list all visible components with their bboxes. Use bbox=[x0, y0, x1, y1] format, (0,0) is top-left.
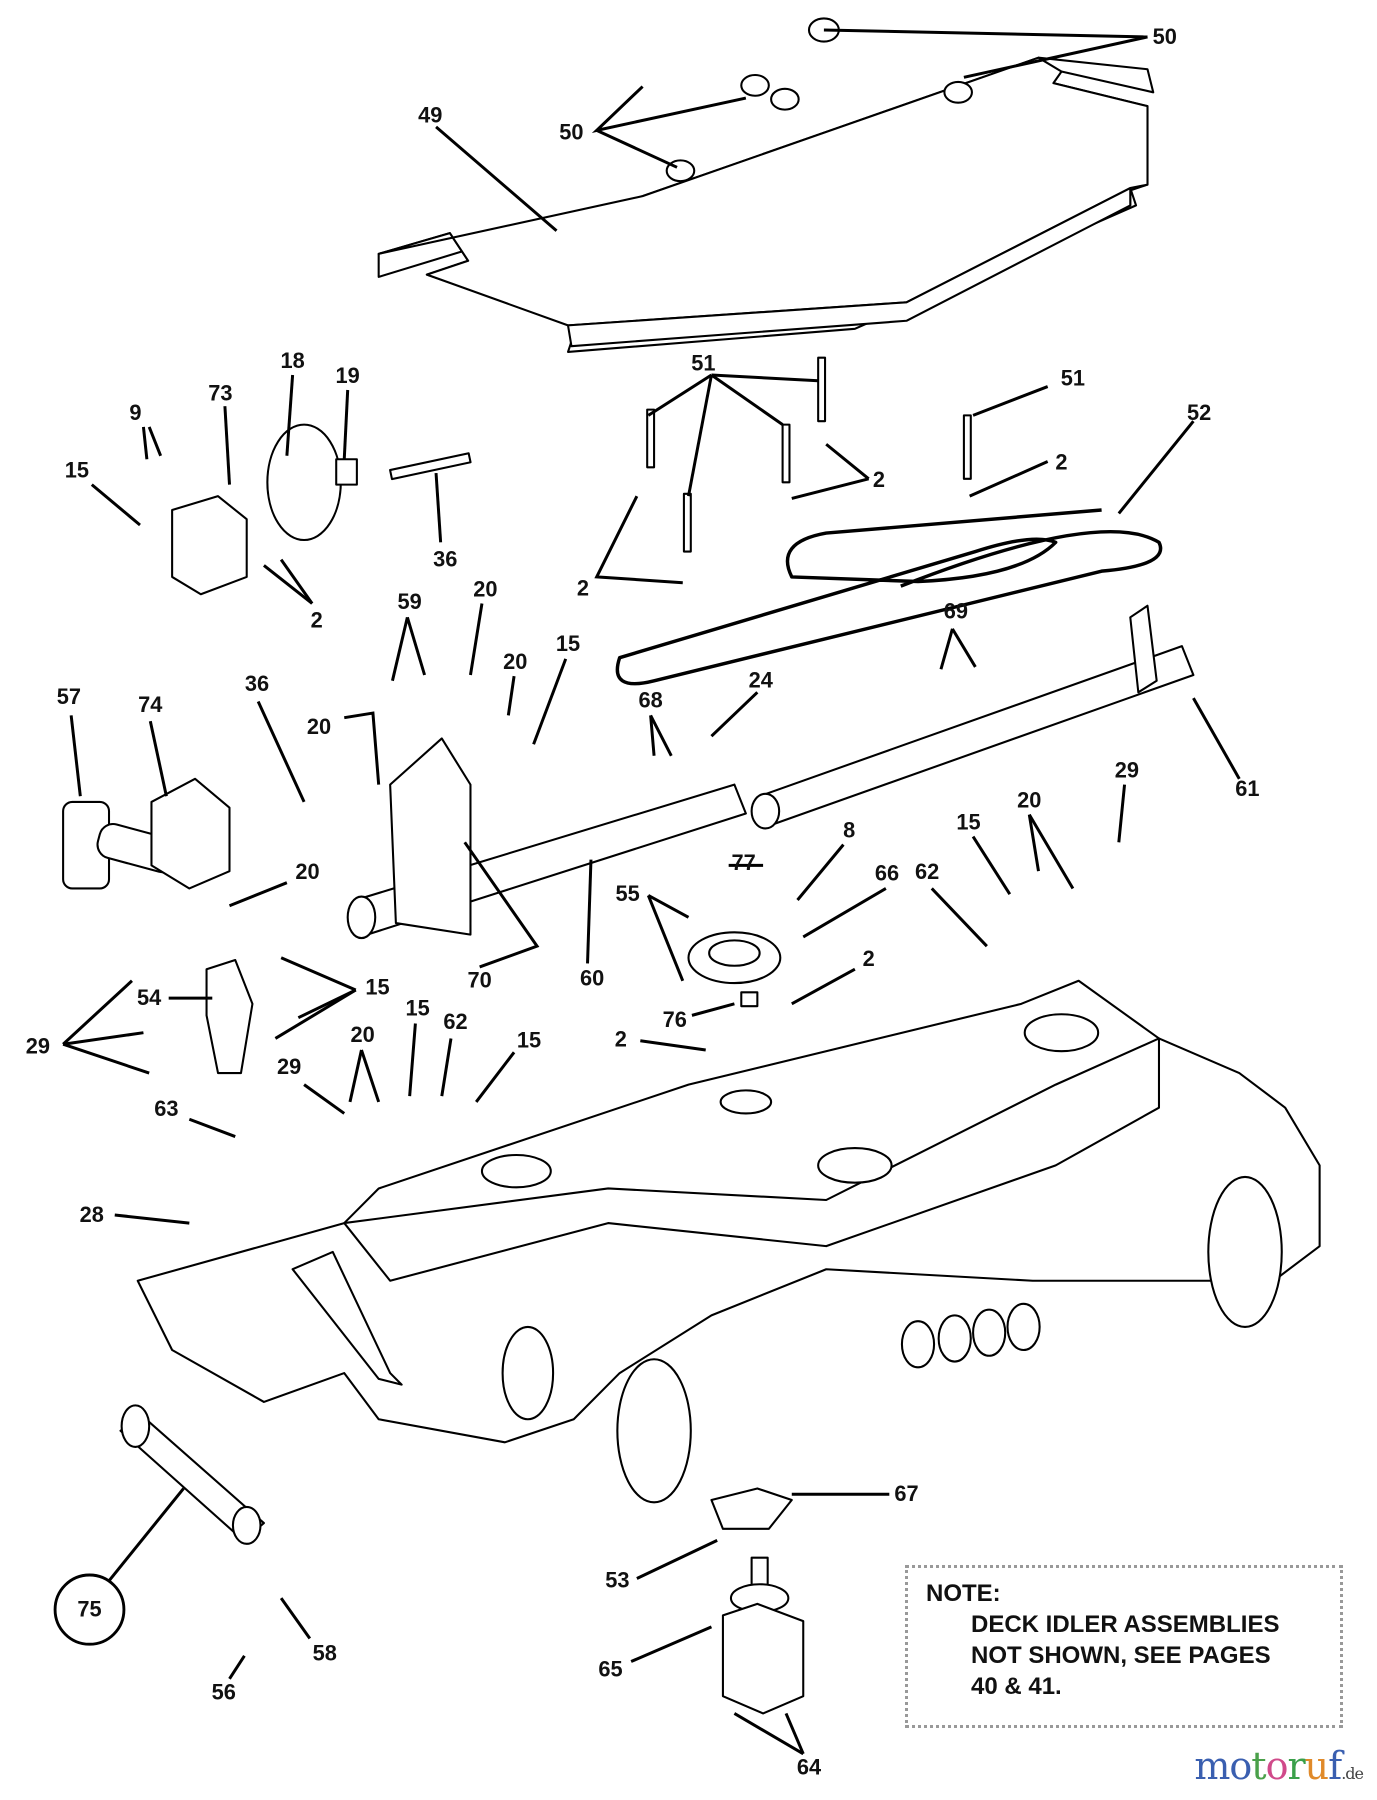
deck-cover-plate bbox=[377, 56, 1155, 353]
callout-circle bbox=[53, 1573, 126, 1646]
callout-77: 77 bbox=[731, 850, 755, 875]
logo-letter: r bbox=[1287, 1744, 1305, 1788]
actuator bbox=[62, 777, 254, 1075]
callout-66: 66 bbox=[875, 860, 899, 885]
callout-2: 2 bbox=[873, 467, 885, 492]
callout-28: 28 bbox=[80, 1202, 104, 1227]
callout-18: 18 bbox=[280, 348, 304, 373]
drive-belt bbox=[615, 508, 1163, 686]
callout-2: 2 bbox=[615, 1026, 627, 1051]
callout-75: 75 bbox=[77, 1596, 101, 1621]
callout-2: 2 bbox=[1055, 450, 1067, 475]
logo-letter: f bbox=[1328, 1744, 1342, 1788]
callout-29: 29 bbox=[277, 1054, 301, 1079]
callout-51: 51 bbox=[1061, 365, 1085, 390]
callout-63: 63 bbox=[154, 1096, 178, 1121]
callout-62: 62 bbox=[915, 859, 939, 884]
callout-15: 15 bbox=[556, 631, 580, 656]
callout-69: 69 bbox=[944, 598, 968, 623]
callout-20: 20 bbox=[1017, 788, 1041, 813]
studs bbox=[646, 356, 972, 553]
callout-15: 15 bbox=[517, 1028, 541, 1053]
callout-74: 74 bbox=[138, 692, 163, 717]
leader-lines bbox=[62, 28, 1241, 1756]
callout-15: 15 bbox=[956, 810, 980, 835]
callout-59: 59 bbox=[398, 589, 422, 614]
callout-36: 36 bbox=[433, 546, 457, 571]
callout-50: 50 bbox=[1153, 24, 1177, 49]
callout-70: 70 bbox=[468, 968, 492, 993]
note-title: NOTE: bbox=[926, 1580, 1001, 1607]
pulley bbox=[687, 931, 782, 1008]
callout-2: 2 bbox=[863, 946, 875, 971]
callout-58: 58 bbox=[313, 1640, 337, 1665]
callout-20: 20 bbox=[295, 859, 319, 884]
watermark-logo: motoruf.de bbox=[1194, 1744, 1364, 1788]
callout-15: 15 bbox=[65, 458, 89, 483]
callout-labels: 50 50 49 51 51 52 18 19 73 9 15 36 2 2 2… bbox=[26, 24, 1260, 1780]
callout-24: 24 bbox=[749, 668, 774, 693]
callout-2: 2 bbox=[577, 575, 589, 600]
callout-68: 68 bbox=[639, 687, 663, 712]
callout-52: 52 bbox=[1187, 400, 1211, 425]
callout-50: 50 bbox=[559, 120, 583, 145]
callout-55: 55 bbox=[616, 881, 640, 906]
note-line: DECK IDLER ASSEMBLIES bbox=[971, 1611, 1280, 1638]
callout-54: 54 bbox=[137, 985, 162, 1010]
callout-20: 20 bbox=[473, 576, 497, 601]
callout-8: 8 bbox=[843, 818, 855, 843]
callout-64: 64 bbox=[797, 1755, 822, 1780]
callout-53: 53 bbox=[605, 1568, 629, 1593]
logo-letter: o bbox=[1265, 1744, 1289, 1788]
logo-letter: m bbox=[1194, 1744, 1230, 1788]
callout-20: 20 bbox=[307, 714, 331, 739]
knobs bbox=[665, 17, 973, 183]
callout-67: 67 bbox=[894, 1481, 918, 1506]
callout-57: 57 bbox=[57, 684, 81, 709]
callout-29: 29 bbox=[1115, 758, 1139, 783]
note-box: NOTE: DECK IDLER ASSEMBLIES NOT SHOWN, S… bbox=[905, 1565, 1343, 1728]
logo-letter: u bbox=[1304, 1744, 1330, 1788]
idler-bracket bbox=[171, 423, 472, 596]
callout-62: 62 bbox=[443, 1009, 467, 1034]
callout-73: 73 bbox=[208, 380, 232, 405]
callout-29: 29 bbox=[26, 1033, 50, 1058]
callout-19: 19 bbox=[336, 363, 360, 388]
callout-15: 15 bbox=[406, 995, 430, 1020]
callout-20: 20 bbox=[503, 649, 527, 674]
callout-9: 9 bbox=[129, 400, 141, 425]
callout-65: 65 bbox=[598, 1656, 622, 1681]
callout-61: 61 bbox=[1235, 776, 1259, 801]
mower-deck bbox=[136, 979, 1321, 1504]
callout-15: 15 bbox=[365, 975, 389, 1000]
callout-56: 56 bbox=[212, 1680, 236, 1705]
pivot-tubes bbox=[346, 604, 1195, 940]
callout-60: 60 bbox=[580, 965, 604, 990]
logo-letter: o bbox=[1229, 1744, 1252, 1788]
callout-76: 76 bbox=[663, 1007, 687, 1032]
callout-51: 51 bbox=[691, 350, 715, 375]
logo-letter: t bbox=[1251, 1744, 1266, 1788]
note-line: NOT SHOWN, SEE PAGES bbox=[971, 1642, 1271, 1669]
callout-36: 36 bbox=[245, 671, 269, 696]
callout-2: 2 bbox=[311, 608, 323, 633]
callout-20: 20 bbox=[350, 1022, 374, 1047]
note-line: 40 & 41. bbox=[971, 1673, 1062, 1700]
gearbox bbox=[710, 1487, 805, 1715]
driveshaft bbox=[119, 1404, 265, 1545]
callout-49: 49 bbox=[418, 102, 442, 127]
